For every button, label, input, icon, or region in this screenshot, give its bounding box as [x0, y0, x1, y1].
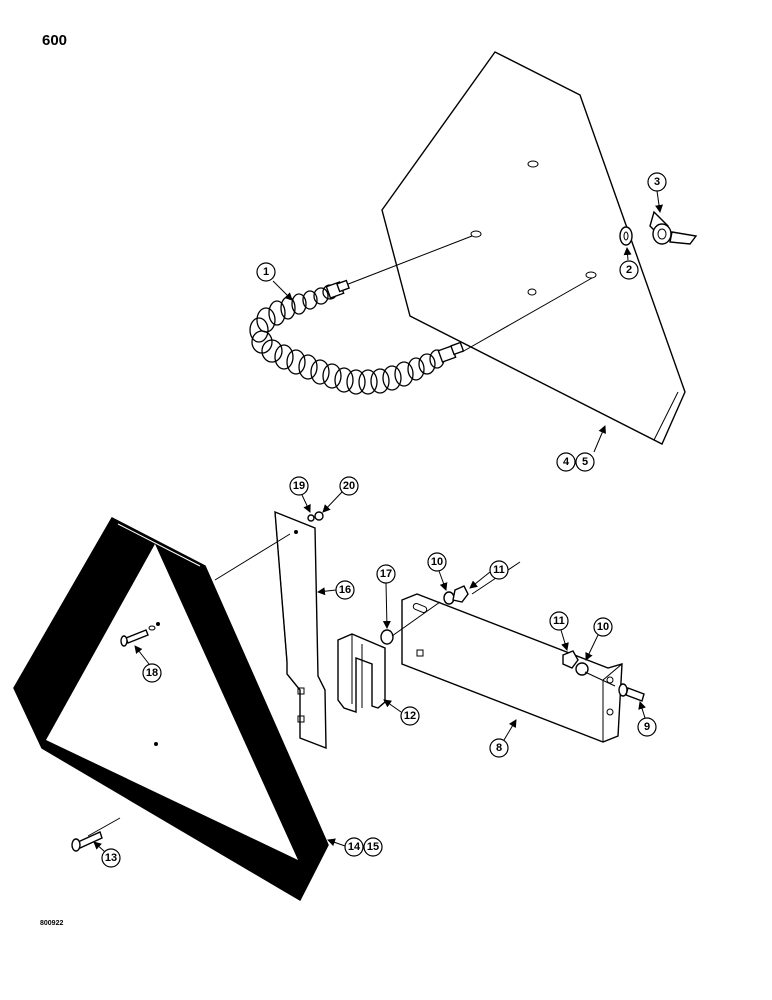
callout-19: 19: [289, 476, 311, 513]
svg-text:11: 11: [493, 564, 505, 576]
nut-20: [314, 511, 324, 521]
callout-9: 9: [637, 701, 657, 737]
screw-18: [120, 625, 156, 647]
callout-3: 3: [647, 172, 667, 213]
svg-text:14: 14: [348, 841, 361, 853]
svg-text:10: 10: [431, 556, 443, 568]
callout-17: 17: [376, 564, 396, 629]
washer-19: [307, 514, 315, 522]
wing-nut: [649, 210, 698, 245]
svg-text:1: 1: [263, 266, 269, 278]
svg-text:10: 10: [597, 621, 609, 633]
callout-14-15: 14 15: [327, 837, 383, 857]
lockwasher-10b: [575, 662, 589, 676]
washer-17: [380, 629, 394, 645]
callout-10b: 10: [585, 617, 613, 661]
callout-4-5: 4 5: [556, 425, 606, 472]
bracket: [274, 510, 327, 750]
svg-text:19: 19: [293, 480, 305, 492]
page-number: 600: [42, 32, 68, 49]
lockwasher-10a: [443, 591, 455, 605]
coiled-cable: [249, 235, 593, 395]
callout-12: 12: [383, 699, 420, 726]
svg-text:17: 17: [380, 568, 392, 580]
socket: [337, 633, 386, 713]
callout-13: 13: [93, 841, 121, 868]
callout-11b: 11: [549, 611, 569, 651]
bolt-9: [618, 683, 645, 702]
nut-11b: [562, 650, 579, 669]
callout-1: 1: [256, 262, 293, 301]
long-bracket: [401, 593, 623, 743]
svg-text:20: 20: [343, 480, 355, 492]
callout-16: 16: [317, 580, 355, 600]
svg-text:15: 15: [367, 841, 379, 853]
callout-20: 20: [322, 476, 359, 513]
callout-2: 2: [619, 247, 639, 280]
svg-text:4: 4: [563, 456, 570, 468]
svg-text:16: 16: [339, 584, 351, 596]
svg-text:9: 9: [644, 721, 650, 733]
callout-11a: 11: [469, 560, 509, 589]
svg-text:8: 8: [496, 742, 502, 754]
svg-text:12: 12: [404, 710, 416, 722]
svg-text:5: 5: [582, 456, 588, 468]
callout-18: 18: [134, 645, 162, 683]
svg-text:11: 11: [553, 615, 565, 627]
bolt-13: [71, 831, 103, 852]
svg-text:13: 13: [105, 852, 117, 864]
svg-text:2: 2: [626, 264, 632, 276]
svg-text:18: 18: [146, 667, 158, 679]
callout-8: 8: [489, 719, 517, 758]
mounting-plate: [381, 51, 686, 445]
svg-text:3: 3: [654, 176, 660, 188]
nut-11a: [452, 585, 469, 603]
drawing-code: 800922: [40, 920, 64, 927]
callout-10a: 10: [427, 552, 448, 591]
washer: [619, 226, 633, 246]
